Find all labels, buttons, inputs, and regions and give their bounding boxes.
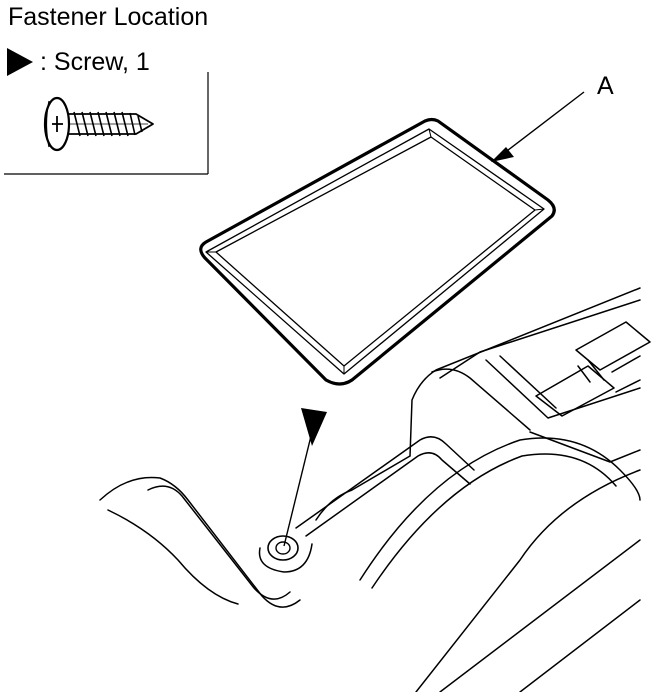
trim-panel-a — [199, 117, 556, 386]
callout-a-leader — [491, 91, 585, 162]
diagram-title: Fastener Location — [8, 3, 209, 31]
phillips-screw-icon — [43, 96, 154, 152]
console-body — [99, 287, 651, 692]
legend-screw: : Screw, 1 — [6, 44, 150, 80]
legend-label: : Screw, 1 — [40, 48, 150, 76]
black-triangle-marker — [7, 48, 33, 76]
screw-location-leader — [283, 408, 327, 547]
callout-a-label: A — [597, 72, 614, 100]
legend-frame — [4, 72, 209, 175]
